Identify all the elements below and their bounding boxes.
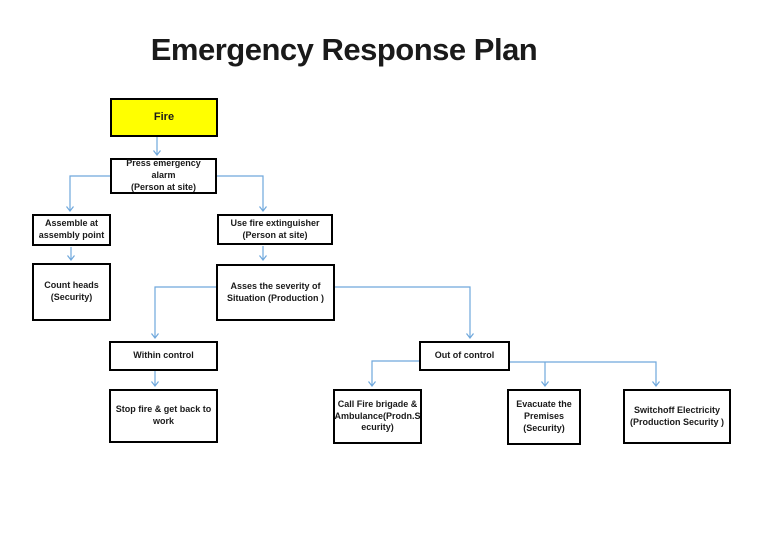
node-switchoff-electricity: Switchoff Electricity (Production Securi… xyxy=(623,389,731,444)
connector-alarm-to-extinguisher xyxy=(217,175,267,212)
node-evacuate-premises: Evacuate the Premises (Security) xyxy=(507,389,581,445)
node-press-emergency-alarm: Press emergency alarm (Person at site) xyxy=(110,158,217,194)
node-use-fire-extinguisher: Use fire extinguisher (Person at site) xyxy=(217,214,333,245)
node-call-fire-brigade: Call Fire brigade & Ambulance(Prodn.S ec… xyxy=(333,389,422,444)
connector-severity-to-within xyxy=(151,286,217,339)
node-fire: Fire xyxy=(110,98,218,137)
node-count-heads: Count heads (Security) xyxy=(32,263,111,321)
page-title: Emergency Response Plan xyxy=(150,32,538,67)
node-within-control: Within control xyxy=(109,341,218,371)
connector-out-to-switchoff xyxy=(510,361,660,387)
connector-alarm-to-assemble xyxy=(66,175,110,212)
connector-severity-to-out xyxy=(335,286,474,339)
node-asses-severity: Asses the severity of Situation (Product… xyxy=(216,264,335,321)
node-out-of-control: Out of control xyxy=(419,341,510,371)
node-assemble-at-assembly-point: Assemble at assembly point xyxy=(32,214,111,246)
node-stop-fire-get-back: Stop fire & get back to work xyxy=(109,389,218,443)
connector-out-to-callfire xyxy=(368,360,419,387)
